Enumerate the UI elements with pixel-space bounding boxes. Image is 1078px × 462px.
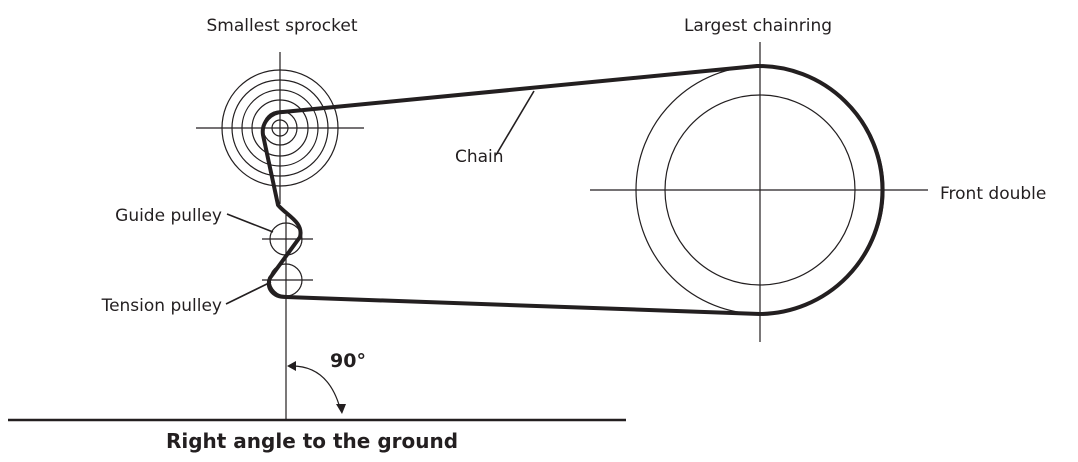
smallest-sprocket-label: Smallest sprocket bbox=[206, 16, 358, 36]
largest-chainring-label: Largest chainring bbox=[683, 16, 833, 36]
guide-pulley bbox=[262, 222, 313, 256]
chain-leader-line bbox=[495, 90, 535, 156]
largest-chainring bbox=[590, 42, 928, 342]
tension-pulley-leader-line bbox=[225, 281, 272, 305]
chain-path bbox=[260, 63, 885, 316]
smallest-sprocket bbox=[196, 52, 364, 204]
tension-pulley-label: Tension pulley bbox=[101, 296, 222, 316]
front-double-label: Front double bbox=[940, 184, 1047, 204]
angle-label: 90° bbox=[330, 350, 366, 372]
guide-pulley-leader-line bbox=[226, 213, 274, 233]
guide-pulley-label: Guide pulley bbox=[115, 206, 222, 226]
angle-arrowhead-left bbox=[287, 361, 296, 371]
right-angle-indicator bbox=[287, 361, 346, 414]
angle-arrowhead-down bbox=[336, 404, 346, 414]
angle-arc bbox=[291, 365, 341, 409]
ground-caption: Right angle to the ground bbox=[165, 429, 459, 453]
chain-label: Chain bbox=[455, 147, 504, 167]
